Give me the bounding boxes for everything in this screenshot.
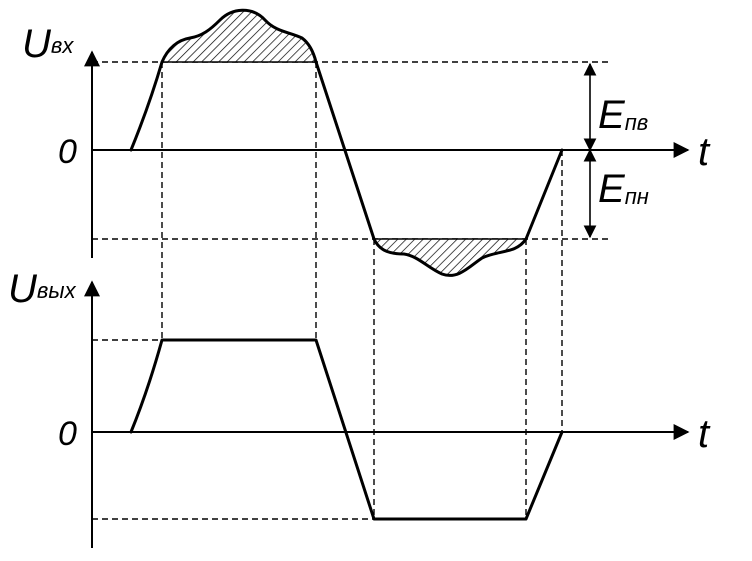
input-time-label: t: [698, 130, 711, 174]
output-time-label: t: [698, 412, 711, 456]
e-upper-label: Eпв: [598, 93, 648, 137]
lower-clipped-region: [372, 238, 528, 277]
e-lower-label: Eпн: [598, 167, 649, 211]
output-zero-label: 0: [58, 415, 77, 453]
input-waveform: [129, 8, 564, 277]
output-waveform: [129, 338, 564, 521]
output-voltage-label: Uвых: [8, 267, 77, 311]
upper-clipped-region: [160, 9, 318, 63]
input-zero-label: 0: [58, 133, 77, 171]
input-voltage-label: Uвх: [22, 22, 74, 66]
